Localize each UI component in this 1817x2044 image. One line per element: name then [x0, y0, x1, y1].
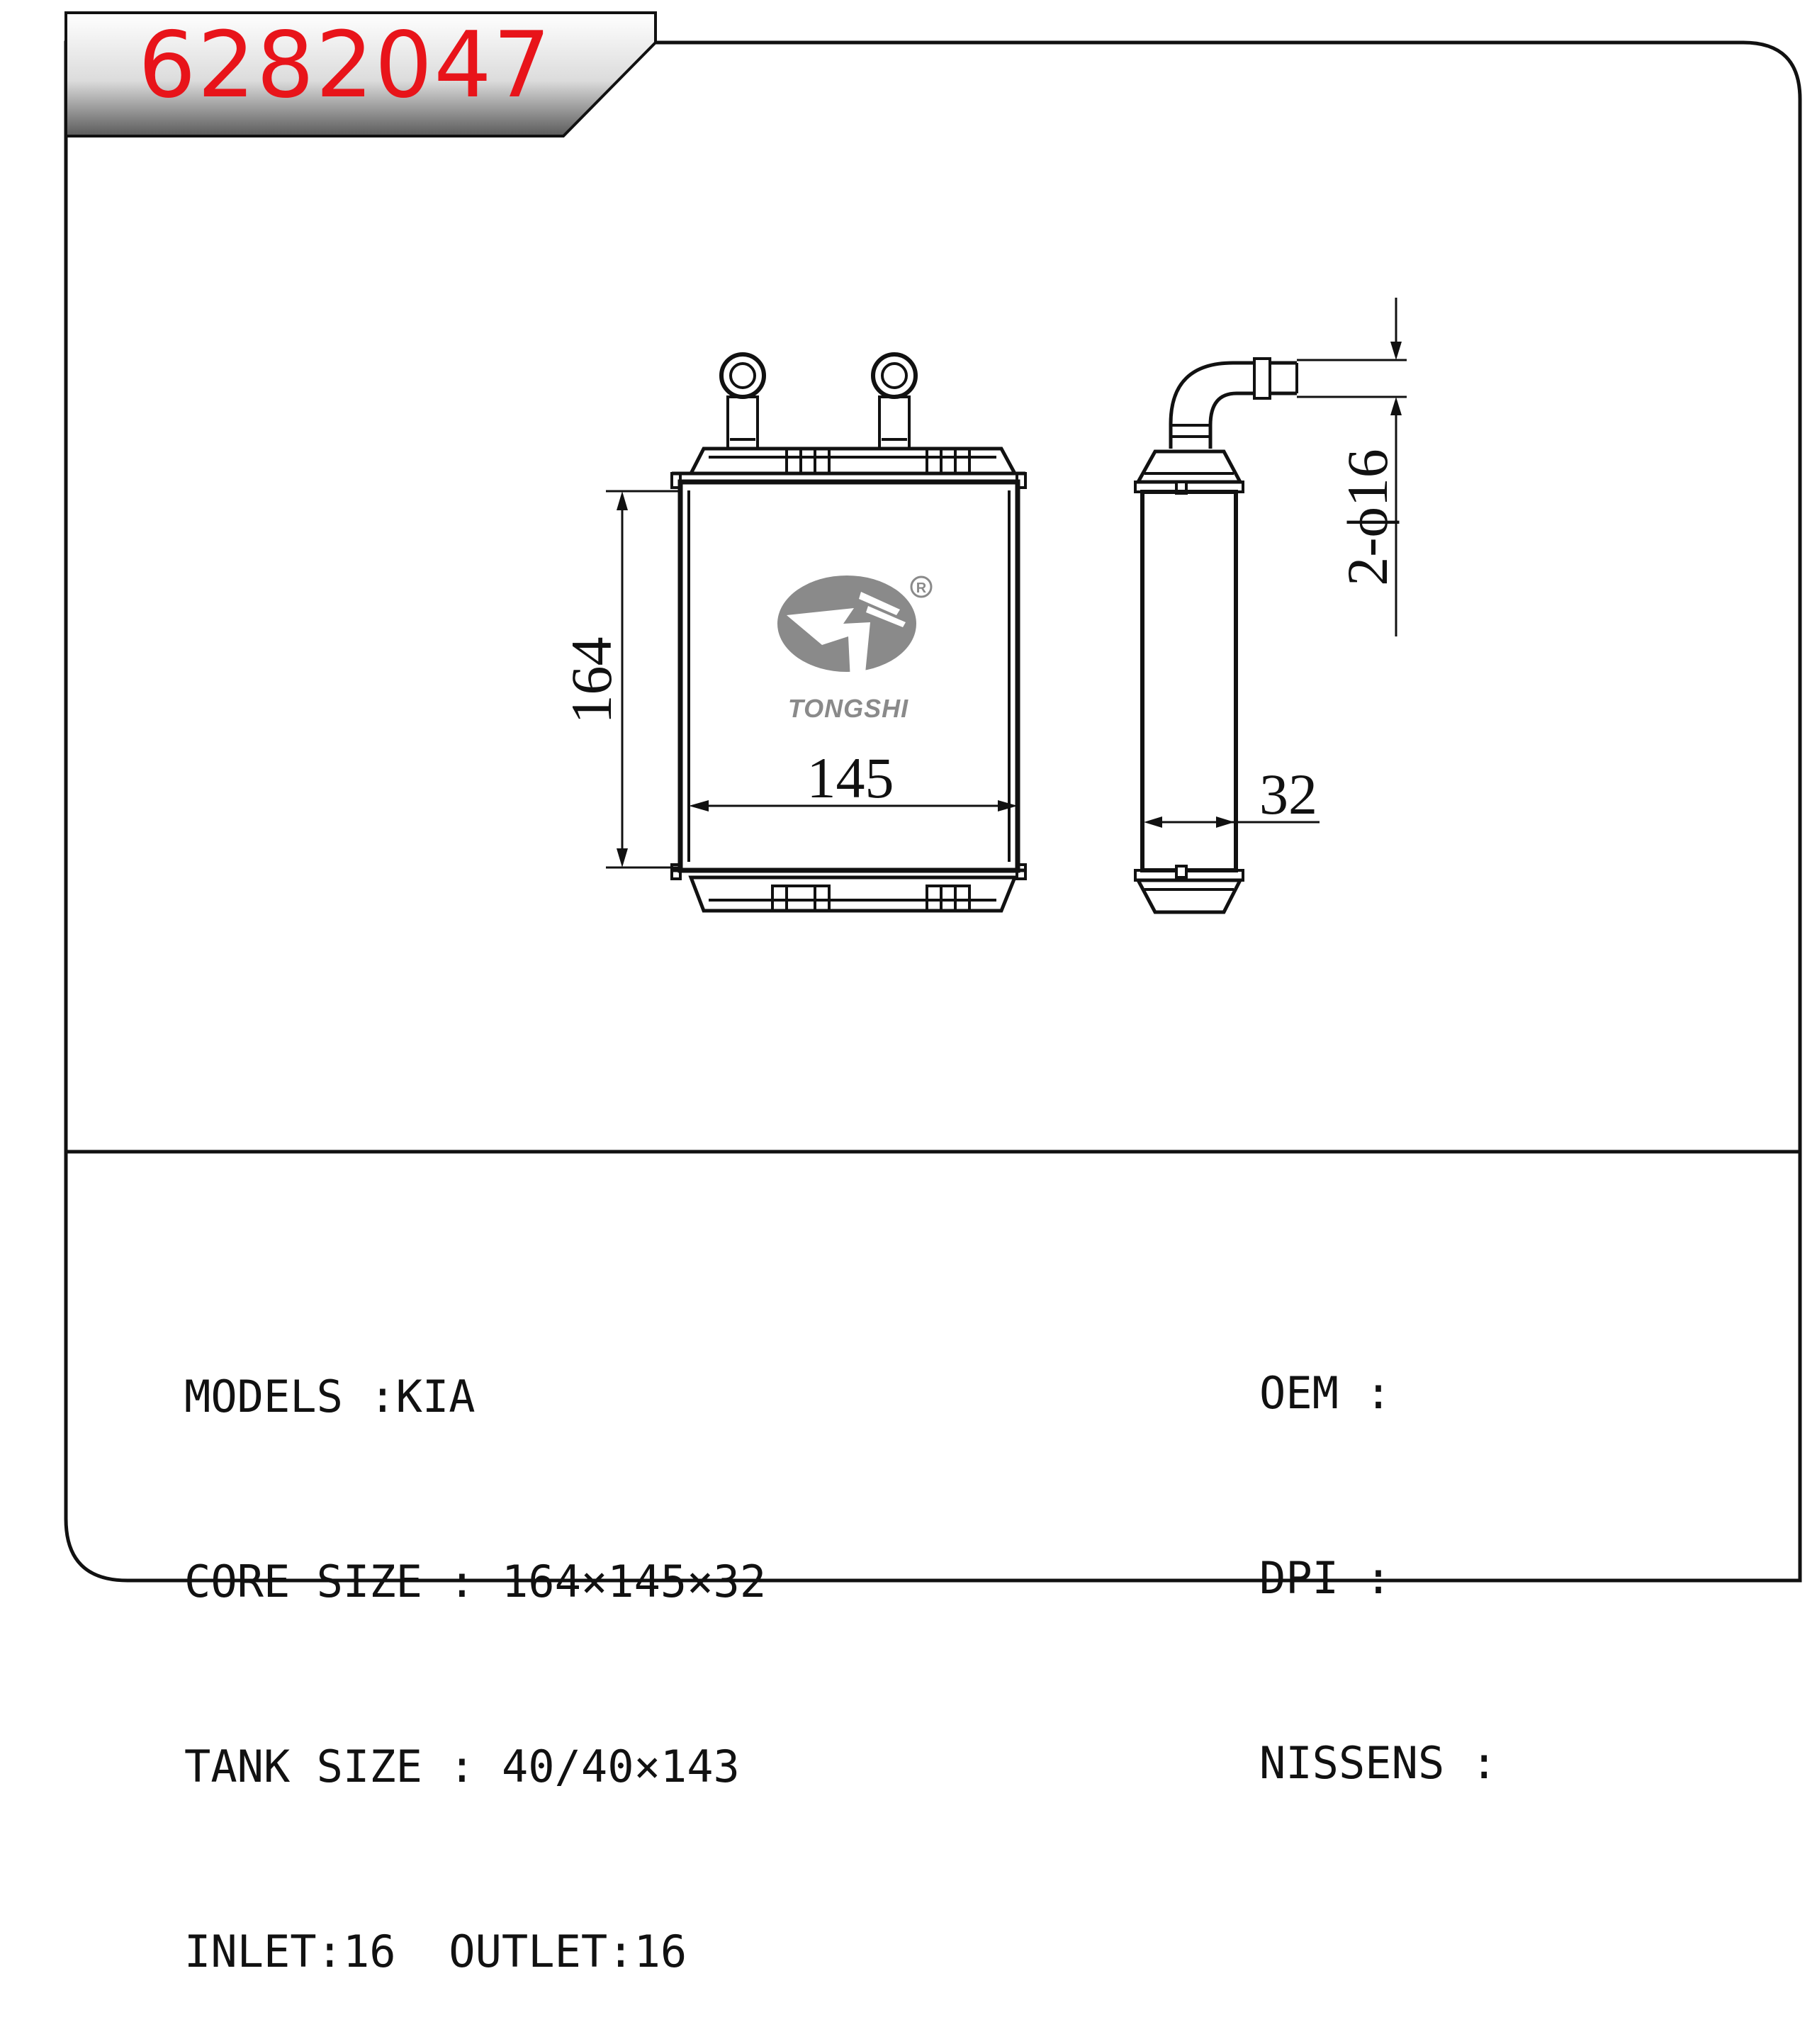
spec-inlet-outlet: INLET:16 OUTLET:16 — [184, 1926, 687, 1977]
dimension-pipes — [1297, 298, 1407, 636]
registered-icon — [910, 575, 933, 598]
side-view — [1134, 357, 1298, 914]
dimension-height-label: 164 — [559, 637, 624, 724]
dimension-depth-label: 32 — [1259, 762, 1317, 826]
specs-right: OEM : DPI : NISSENS : — [1259, 1239, 1497, 1855]
dimension-depth — [1144, 816, 1320, 828]
outer-frame — [64, 40, 1802, 1583]
spec-oem: OEM : — [1259, 1367, 1392, 1419]
spec-dpi: DPI : — [1259, 1552, 1392, 1604]
front-view — [670, 352, 1027, 913]
specs-left: MODELS :KIA CORE SIZE : 164×145×32 TANK … — [184, 1242, 766, 2044]
svg-text:R: R — [916, 580, 927, 596]
logo-text: TONGSHI — [788, 694, 908, 723]
part-number: 6282047 — [138, 13, 553, 118]
spec-models: MODELS :KIA — [184, 1371, 476, 1422]
dimension-width — [689, 800, 1018, 812]
dimension-height — [606, 490, 680, 869]
dimension-width-label: 145 — [807, 746, 894, 810]
dimension-pipes-label: 2-ϕ16 — [1335, 449, 1400, 585]
part-number-tab — [64, 11, 657, 137]
tongshi-logo: R TONGSHI — [777, 575, 933, 723]
spec-nissens: NISSENS : — [1259, 1737, 1497, 1789]
spec-core-size: CORE SIZE : 164×145×32 — [184, 1556, 767, 1607]
spec-tank-size: TANK SIZE : 40/40×143 — [184, 1741, 740, 1792]
technical-drawing: R TONGSHI 164 145 — [64, 11, 1802, 1583]
